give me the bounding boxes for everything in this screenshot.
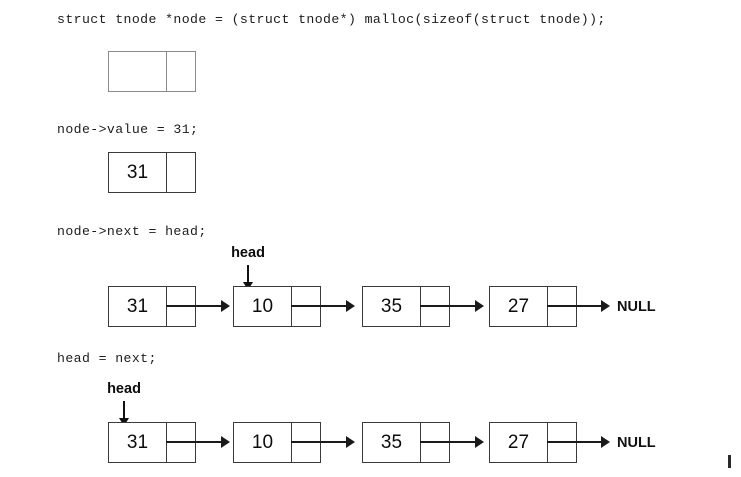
- code-line-move-head: head = next;: [57, 351, 157, 366]
- next-link-arrow-row3-0: [166, 300, 230, 312]
- node-value-cell: 35: [363, 287, 421, 326]
- null-terminator-label-row4: NULL: [617, 435, 656, 451]
- page-edge-artifact: [728, 455, 731, 468]
- node-value-cell: 27: [490, 287, 548, 326]
- code-line-set-next: node->next = head;: [57, 224, 207, 239]
- next-link-arrow-row4-0: [166, 436, 230, 448]
- node-value-cell: 31: [109, 423, 167, 462]
- node-value-cell: 35: [363, 423, 421, 462]
- head-pointer-label: head: [231, 245, 265, 261]
- next-link-arrow-row3-2: [420, 300, 484, 312]
- next-link-arrow-row3-1: [291, 300, 355, 312]
- code-line-malloc: struct tnode *node = (struct tnode*) mal…: [57, 12, 606, 27]
- node-value-cell: 10: [234, 423, 292, 462]
- node-value-cell: 31: [109, 153, 167, 192]
- node-box-empty: [108, 51, 196, 92]
- node-box-31-standalone: 31: [108, 152, 196, 193]
- next-link-arrow-row4-2: [420, 436, 484, 448]
- node-value-cell: 27: [490, 423, 548, 462]
- node-value-cell: [109, 52, 167, 91]
- head-pointer-label: head: [107, 381, 141, 397]
- head-pointer-shaft: [247, 265, 249, 283]
- next-link-arrow-row4-1: [291, 436, 355, 448]
- node-value-cell: 31: [109, 287, 167, 326]
- head-pointer-shaft: [123, 401, 125, 419]
- null-terminator-label-row3: NULL: [617, 299, 656, 315]
- code-line-set-value: node->value = 31;: [57, 122, 199, 137]
- node-value-cell: 10: [234, 287, 292, 326]
- null-link-arrow-row3: [547, 300, 611, 312]
- node-next-cell: [167, 153, 195, 192]
- node-next-cell: [167, 52, 195, 91]
- null-link-arrow-row4: [547, 436, 611, 448]
